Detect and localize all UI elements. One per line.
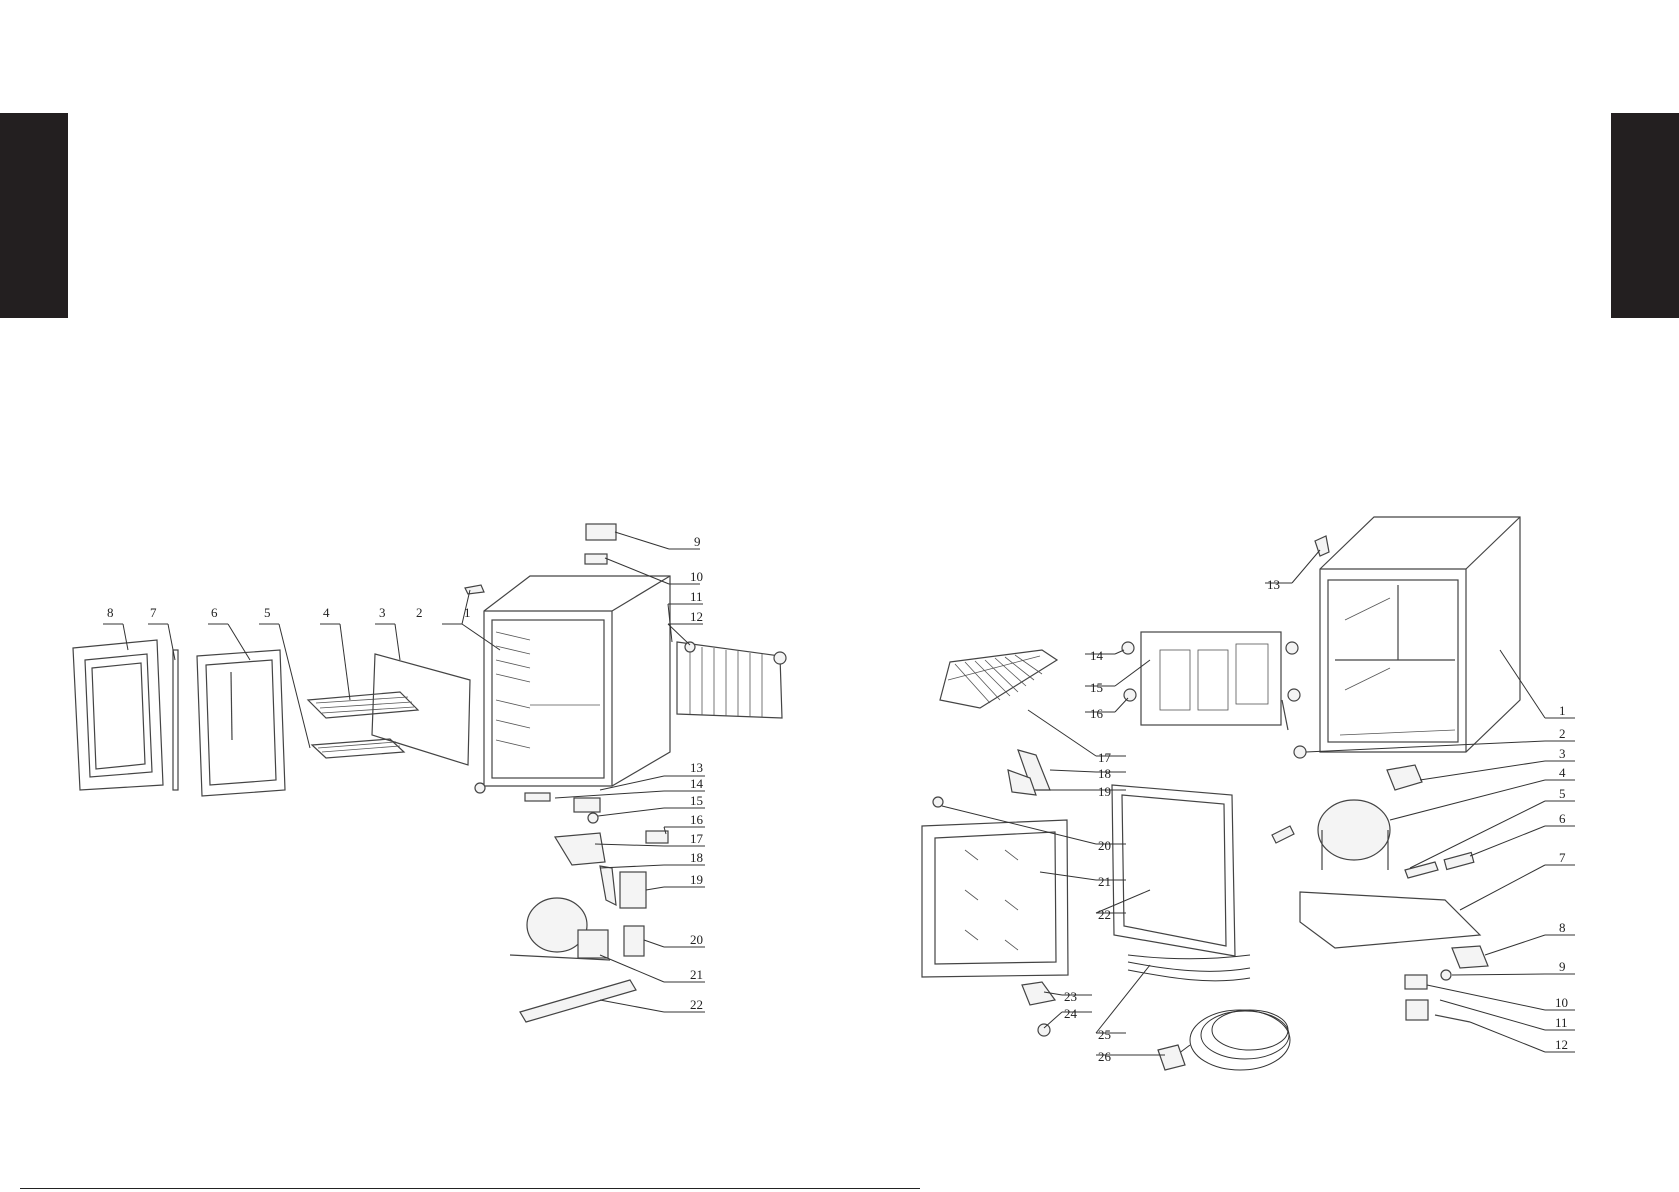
wiring-harness	[1128, 955, 1250, 981]
right-label-7: 7	[1559, 850, 1566, 865]
right-label-9: 9	[1559, 959, 1566, 974]
power-cord	[1170, 1010, 1290, 1070]
left-label-2: 2	[416, 605, 423, 620]
left-label-5: 5	[264, 605, 271, 620]
right-label-24: 24	[1064, 1006, 1078, 1021]
wire-shelves	[308, 692, 418, 758]
left-label-8: 8	[107, 605, 114, 620]
right-label-8: 8	[1559, 920, 1566, 935]
left-label-6: 6	[211, 605, 218, 620]
left-label-1: 1	[464, 605, 471, 620]
glass-door	[922, 820, 1068, 977]
left-label-15: 15	[690, 793, 703, 808]
bottom-rule	[20, 1188, 920, 1189]
base-bracket	[520, 980, 636, 1022]
right-label-17: 17	[1098, 750, 1112, 765]
right-door-gasket	[1112, 785, 1235, 956]
right-label-14: 14	[1090, 648, 1104, 663]
seal-strip	[173, 650, 178, 790]
left-label-17: 17	[690, 831, 704, 846]
left-label-7: 7	[150, 605, 157, 620]
right-label-26: 26	[1098, 1049, 1112, 1064]
left-label-19: 19	[690, 872, 703, 887]
evaporator-plate	[1141, 632, 1288, 730]
right-label-3: 3	[1559, 746, 1566, 761]
door-gasket	[197, 650, 285, 796]
right-label-13: 13	[1267, 577, 1280, 592]
left-label-10: 10	[690, 569, 703, 584]
right-label-12: 12	[1555, 1037, 1568, 1052]
right-cabinet-body	[1320, 517, 1520, 752]
rear-panel	[372, 654, 470, 765]
left-label-20: 20	[690, 932, 703, 947]
outer-door-frame	[73, 640, 163, 790]
right-label-11: 11	[1555, 1015, 1568, 1030]
cabinet-body	[484, 576, 670, 786]
left-label-12: 12	[690, 609, 703, 624]
right-label-18: 18	[1098, 766, 1111, 781]
left-label-4: 4	[323, 605, 330, 620]
left-label-14: 14	[690, 776, 704, 791]
thermostat-housing	[1452, 946, 1488, 968]
left-label-11: 11	[690, 589, 703, 604]
compressor	[510, 898, 610, 960]
right-label-2: 2	[1559, 726, 1566, 741]
right-label-16: 16	[1090, 706, 1104, 721]
right-label-23: 23	[1064, 989, 1077, 1004]
right-label-22: 22	[1098, 907, 1111, 922]
condenser-coil	[677, 642, 782, 718]
right-wire-shelf	[940, 650, 1057, 708]
right-label-6: 6	[1559, 811, 1566, 826]
right-label-21: 21	[1098, 874, 1111, 889]
left-label-21: 21	[690, 967, 703, 982]
left-label-22: 22	[690, 997, 703, 1012]
right-label-20: 20	[1098, 838, 1111, 853]
left-exploded-diagram: 1 2 3 4 5 6 7 8 9 10 11 12 13 14 15 16 1…	[73, 524, 786, 1022]
control-box	[620, 872, 646, 908]
right-exploded-diagram: 1 2 3 4 5 6 7 8 9 10 11 12 13 14 15 16 1…	[922, 517, 1575, 1070]
right-base-bracket	[1300, 892, 1480, 948]
right-label-25: 25	[1098, 1027, 1111, 1042]
left-label-18: 18	[690, 850, 703, 865]
right-label-5: 5	[1559, 786, 1566, 801]
right-label-19: 19	[1098, 784, 1111, 799]
right-label-15: 15	[1090, 680, 1103, 695]
right-label-1: 1	[1559, 703, 1566, 718]
right-compressor	[1318, 800, 1390, 870]
hinge-cover	[586, 524, 616, 540]
plug	[1158, 1045, 1185, 1070]
left-label-3: 3	[379, 605, 386, 620]
left-label-16: 16	[690, 812, 704, 827]
left-label-9: 9	[694, 534, 701, 549]
left-label-13: 13	[690, 760, 703, 775]
top-hinge	[585, 554, 607, 564]
relay-box	[1387, 765, 1422, 790]
right-label-4: 4	[1559, 765, 1566, 780]
right-label-10: 10	[1555, 995, 1568, 1010]
